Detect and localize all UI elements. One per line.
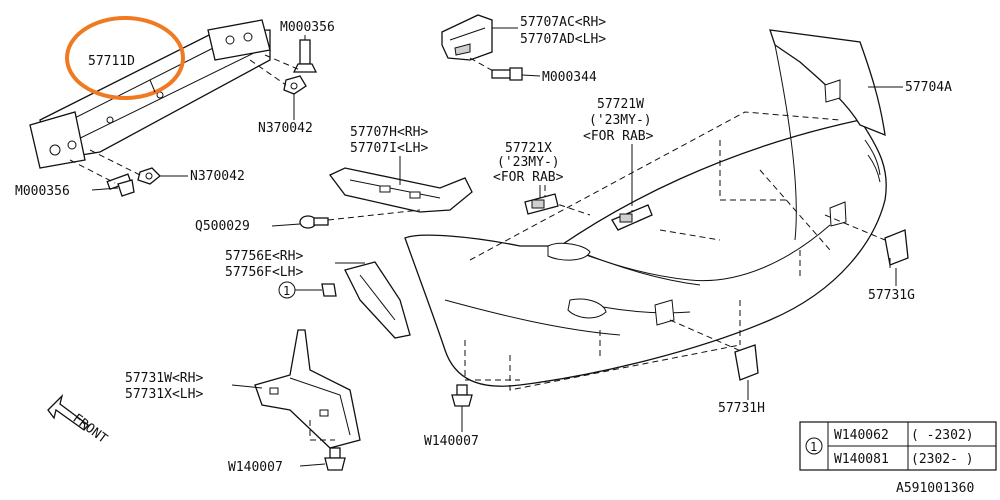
label-nut-top: N370042 xyxy=(258,121,313,136)
sensor-bracket-right[interactable] xyxy=(611,204,653,231)
label-sensor-left-num: 57721X xyxy=(505,141,552,156)
label-bolt-top: M000356 xyxy=(280,20,335,35)
fastener-center-icon[interactable] xyxy=(451,384,473,407)
label-bracket-upper-lh: 57707AD<LH> xyxy=(520,32,606,47)
callout-marker-clip: 1 xyxy=(278,281,337,299)
leader-clip-side xyxy=(271,223,301,227)
leader-screw-upper xyxy=(521,74,541,77)
label-fastener-center: W140007 xyxy=(424,434,479,449)
leader-reinforcement xyxy=(149,79,156,93)
label-sensor-left-note: <FOR RAB> xyxy=(493,170,564,185)
label-guide-lh: 57731X<LH> xyxy=(125,387,203,402)
leader-guide xyxy=(231,384,263,389)
label-bolt-left: M000356 xyxy=(15,184,70,199)
upper-bracket[interactable] xyxy=(441,14,493,61)
legend-row2-range: (2302- ) xyxy=(911,452,974,467)
legend-row1-part: W140062 xyxy=(834,428,889,443)
bolt-top-icon[interactable] xyxy=(292,39,318,73)
label-bumper-face: 57704A xyxy=(905,80,952,95)
diagram-id: A591001360 xyxy=(896,481,974,496)
label-front-direction: FRONT xyxy=(70,411,110,447)
dash-screw-upper xyxy=(469,57,496,73)
fastener-legend-table: 1 W140062 ( -2302) W140081 (2302- ) xyxy=(799,421,997,471)
label-nut-mid: N370042 xyxy=(190,169,245,184)
label-fastener-bottom: W140007 xyxy=(228,460,283,475)
label-cover-rh: 57756E<RH> xyxy=(225,249,303,264)
fastener-bottom-icon[interactable] xyxy=(324,447,346,471)
label-bracket-side-lh: 57707I<LH> xyxy=(350,141,428,156)
leader-bolt-left xyxy=(91,187,119,191)
label-sensor-left-year: ('23MY-) xyxy=(497,155,560,170)
label-cap-center: 57731H xyxy=(718,401,765,416)
label-cap-right: 57731G xyxy=(868,288,915,303)
legend-row2-part: W140081 xyxy=(834,452,889,467)
label-sensor-right-year: ('23MY-) xyxy=(589,113,652,128)
cap-right-icon[interactable] xyxy=(884,229,909,268)
label-bracket-side-rh: 57707H<RH> xyxy=(350,125,428,140)
rear-bumper-face[interactable] xyxy=(404,29,887,387)
bolt-left-icon[interactable] xyxy=(106,173,135,197)
screw-upper-icon[interactable] xyxy=(491,67,523,81)
label-cover-lh: 57756F<LH> xyxy=(225,265,303,280)
side-cover[interactable] xyxy=(344,261,411,339)
legend-row1-range: ( -2302) xyxy=(911,428,974,443)
label-bracket-upper-rh: 57707AC<RH> xyxy=(520,15,606,30)
dash-nut-mid xyxy=(89,149,141,176)
dash-nut-top xyxy=(249,59,287,86)
label-sensor-right-num: 57721W xyxy=(597,97,644,112)
label-screw-upper: M000344 xyxy=(542,70,597,85)
dash-bolt-left xyxy=(69,159,116,184)
cap-center-icon[interactable] xyxy=(734,344,759,381)
lower-guide-bracket[interactable] xyxy=(254,329,361,449)
legend-marker: 1 xyxy=(810,440,817,454)
callout-marker-clip-num: 1 xyxy=(283,284,290,298)
nut-mid-icon[interactable] xyxy=(137,167,161,185)
dash-clip-side xyxy=(327,209,421,221)
rear-reinforcement-beam[interactable] xyxy=(29,19,271,169)
label-clip-side: Q500029 xyxy=(195,219,250,234)
leader-fastener-bottom xyxy=(299,463,326,467)
dash-bolt-top xyxy=(264,54,301,71)
bumper-guide-lines xyxy=(464,111,886,391)
sensor-bracket-left[interactable] xyxy=(524,193,559,215)
label-sensor-right-note: <FOR RAB> xyxy=(583,129,654,144)
side-bracket[interactable] xyxy=(328,167,473,213)
nut-top-icon[interactable] xyxy=(283,75,307,95)
dash-guide xyxy=(309,420,335,441)
label-reinforcement: 57711D xyxy=(88,54,135,69)
front-direction-arrow-icon xyxy=(47,393,89,431)
clip-side-icon[interactable] xyxy=(299,215,329,229)
reinforcement-highlight-ring xyxy=(65,16,185,100)
label-guide-rh: 57731W<RH> xyxy=(125,371,203,386)
